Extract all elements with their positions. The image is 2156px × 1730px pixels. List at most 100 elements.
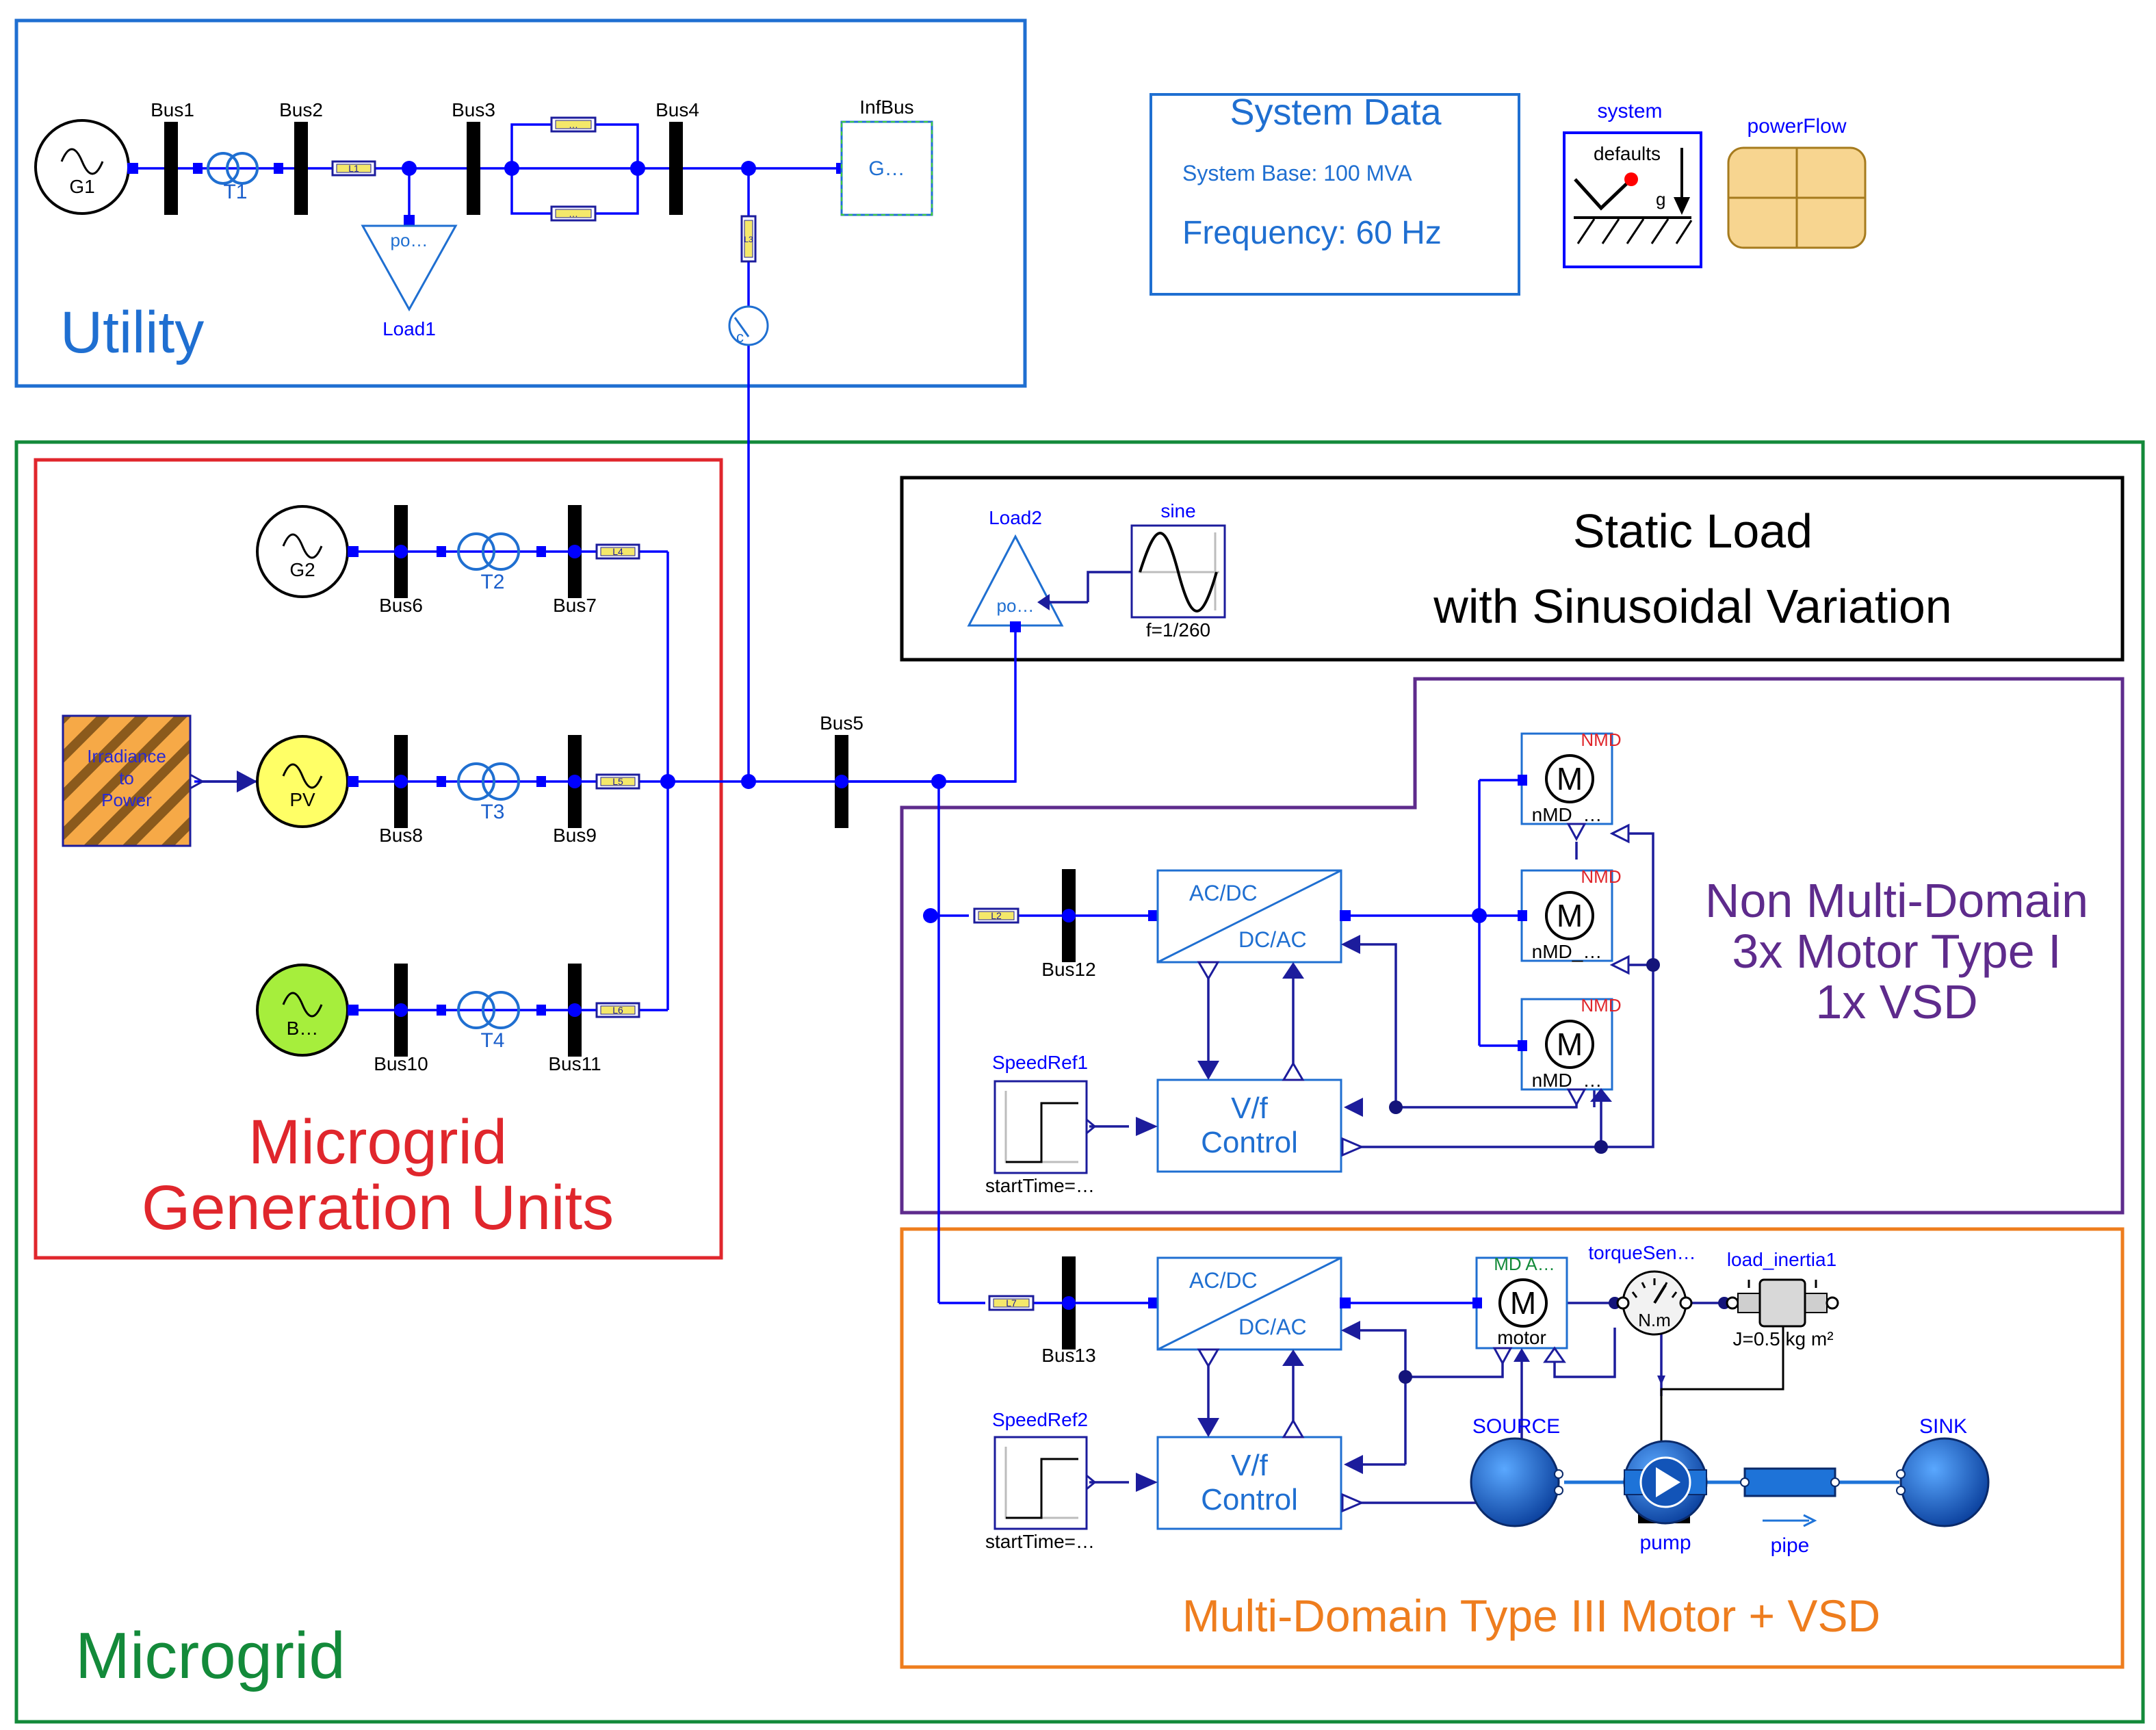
nmd-motor-1-name: nMD_… <box>1532 804 1602 825</box>
speedref1-param: startTime=… <box>985 1175 1095 1196</box>
bus4-label: Bus4 <box>655 99 699 120</box>
md-control-label: Control <box>1201 1483 1298 1516</box>
nmd-frame <box>900 677 2125 1215</box>
md-converter[interactable]: AC/DC DC/AC <box>1148 1256 1360 1368</box>
bus5-label: Bus5 <box>820 712 863 734</box>
sine-source[interactable]: sine f=1/260 <box>1130 500 1226 641</box>
g2-label: G2 <box>289 559 315 580</box>
irradiance-to-power[interactable]: Irradiance to Power <box>62 714 257 847</box>
nmd-vf-control[interactable]: V/f Control <box>1136 1061 1364 1173</box>
nmd-motor-1[interactable]: M NMD nMD_… <box>1518 730 1630 844</box>
g1-label: G1 <box>69 176 94 197</box>
static-load-title-2: with Sinusoidal Variation <box>1433 580 1951 633</box>
line-l5[interactable]: L5 <box>595 773 640 790</box>
bus7[interactable]: Bus7 <box>553 505 597 616</box>
pump-arrow-icon <box>1656 1467 1680 1497</box>
nmd-motor-2-name: nMD_… <box>1532 941 1602 962</box>
sink[interactable]: SINK <box>1896 1415 1990 1527</box>
load2-label: Load2 <box>989 507 1042 528</box>
transformer-t4[interactable]: T4 <box>437 991 546 1052</box>
irradiance-line-1: Irradiance <box>87 746 166 766</box>
md-title: Multi-Domain Type III Motor + VSD <box>1182 1590 1880 1641</box>
system-block[interactable]: system defaults g <box>1563 100 1702 268</box>
parallel-line-bottom[interactable]: … <box>550 205 597 222</box>
bus11-label: Bus11 <box>548 1053 601 1074</box>
load1[interactable]: po… Load1 <box>361 215 458 339</box>
powerflow-block[interactable]: powerFlow <box>1727 115 1867 249</box>
bus9[interactable]: Bus9 <box>553 735 597 846</box>
microgrid-frame <box>14 440 2145 1724</box>
bus12[interactable]: Bus12 <box>1041 869 1096 980</box>
bus3[interactable]: Bus3 <box>452 99 495 215</box>
nmd-motor-2[interactable]: M NMD nMD_… <box>1518 866 1630 975</box>
generator-g2[interactable]: G2 <box>256 505 359 598</box>
bus10[interactable]: Bus10 <box>374 964 428 1074</box>
irradiance-line-3: Power <box>101 790 152 810</box>
transformer-t1[interactable]: T1 <box>193 152 283 203</box>
load2[interactable]: Load2 po… <box>967 507 1064 632</box>
nmd-motor-3[interactable]: M NMD nMD_… <box>1518 995 1622 1107</box>
torque-gauge-icon <box>1631 1278 1678 1298</box>
bus2[interactable]: Bus2 <box>279 99 323 215</box>
md-acdc-label: AC/DC <box>1189 1268 1258 1293</box>
infbus[interactable]: G… InfBus <box>836 96 933 216</box>
bus5[interactable]: Bus5 <box>820 712 863 828</box>
pipe[interactable]: pipe <box>1740 1467 1840 1557</box>
system-data-box[interactable]: System Data System Base: 100 MVA Frequen… <box>1150 92 1520 296</box>
md-motor[interactable]: MD A… M motor <box>1472 1254 1568 1366</box>
bus6[interactable]: Bus6 <box>379 505 423 616</box>
speedref1-label: SpeedRef1 <box>992 1052 1088 1073</box>
line-l2[interactable]: L2 <box>973 907 1019 924</box>
speedref1[interactable]: SpeedRef1 startTime=… <box>985 1052 1097 1196</box>
parallel-line-top[interactable]: … <box>550 116 597 133</box>
infbus-label: InfBus <box>859 96 913 118</box>
t4-label: T4 <box>480 1029 504 1052</box>
speedref2-label: SpeedRef2 <box>992 1409 1088 1430</box>
bus1[interactable]: Bus1 <box>151 99 194 215</box>
load1-inner: po… <box>391 230 428 250</box>
bus11[interactable]: Bus11 <box>548 964 601 1074</box>
static-load-frame <box>900 476 2125 662</box>
generation-units-frame <box>34 458 723 1260</box>
transformer-t2[interactable]: T2 <box>437 532 546 593</box>
line-l1[interactable]: L1 <box>331 160 376 177</box>
battery-generator[interactable]: B… <box>256 964 359 1057</box>
system-g-text: g <box>1656 189 1665 209</box>
line-bottom-label: … <box>569 208 578 219</box>
line-l4[interactable]: L4 <box>595 543 640 560</box>
breaker[interactable]: c <box>728 305 769 346</box>
nmd-title-1: Non Multi-Domain <box>1705 874 2088 927</box>
bus4[interactable]: Bus4 <box>655 99 699 215</box>
line-top-label: … <box>569 119 578 130</box>
line-l3[interactable]: L3 <box>740 215 757 263</box>
bus13[interactable]: Bus13 <box>1041 1256 1096 1366</box>
l2-label: L2 <box>991 910 1002 921</box>
transformer-t3[interactable]: T3 <box>437 762 546 823</box>
static-load-title-1: Static Load <box>1573 504 1813 558</box>
infbus-gen-label: G… <box>868 157 905 180</box>
pump[interactable]: pump <box>1623 1440 1708 1554</box>
powerflow-label: powerFlow <box>1747 115 1846 138</box>
nmd-motor-3-tag: NMD <box>1581 995 1621 1016</box>
torque-sensor[interactable]: torqueSen… N.m <box>1588 1242 1696 1336</box>
l4-label: L4 <box>612 546 623 557</box>
system-label: system <box>1597 100 1662 122</box>
pv-generator[interactable]: PV <box>256 735 359 828</box>
generator-g1[interactable]: G1 <box>34 119 138 215</box>
nmd-converter[interactable]: AC/DC DC/AC <box>1148 869 1360 981</box>
line-l6[interactable]: L6 <box>595 1002 640 1018</box>
system-dot-icon <box>1624 172 1638 186</box>
bus8[interactable]: Bus8 <box>379 735 423 846</box>
speedref2[interactable]: SpeedRef2 startTime=… <box>985 1409 1097 1552</box>
bus10-label: Bus10 <box>374 1053 428 1074</box>
bus8-label: Bus8 <box>379 825 423 846</box>
irradiance-line-2: to <box>119 768 134 788</box>
md-motor-name: motor <box>1497 1327 1546 1348</box>
line-l7[interactable]: L7 <box>988 1295 1035 1311</box>
md-vf-control[interactable]: V/f Control <box>1136 1418 1364 1530</box>
speedref2-param: startTime=… <box>985 1531 1095 1552</box>
source[interactable]: SOURCE <box>1470 1415 1563 1527</box>
nmd-motor-2-letter: M <box>1557 898 1583 933</box>
g2-sine-icon <box>282 533 323 559</box>
